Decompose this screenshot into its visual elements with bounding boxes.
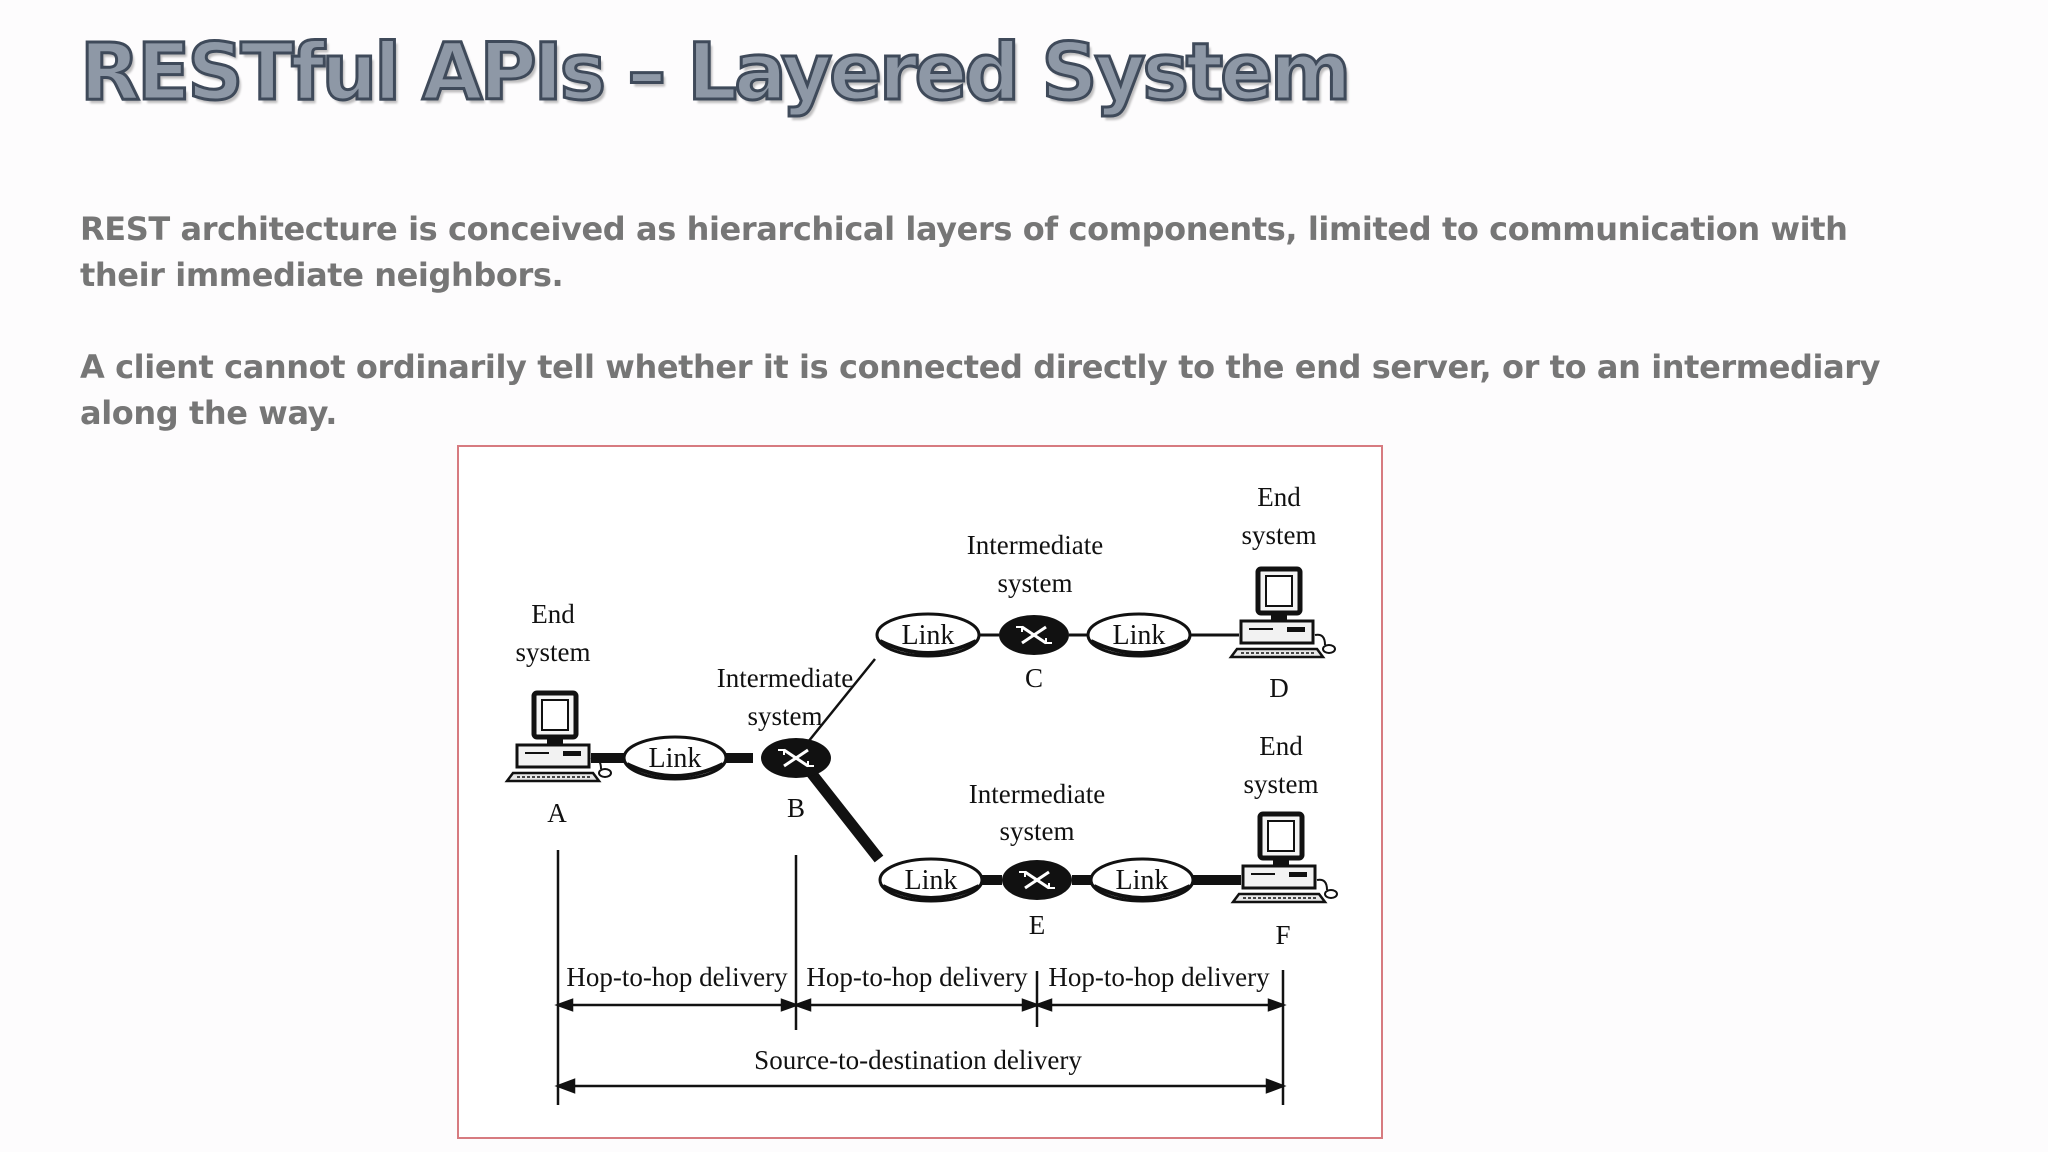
node-f-label-line2: system: [1243, 769, 1318, 799]
link-a-b-label: Link: [649, 743, 702, 774]
node-e-label-line2: system: [999, 816, 1074, 846]
source-destination-left-head: [554, 1078, 576, 1094]
link-b-c-label: Link: [902, 620, 955, 651]
hop-label-1: Hop-to-hop delivery: [566, 962, 788, 992]
link-b-c: Link: [875, 612, 981, 658]
node-f-letter: F: [1275, 920, 1290, 950]
router-c-icon: [997, 613, 1071, 657]
hop-arrow-2-right-head: [1021, 998, 1041, 1012]
node-d-letter: D: [1269, 673, 1289, 703]
paragraph-layers: REST architecture is conceived as hierar…: [80, 210, 1848, 294]
computer-f-icon: [1233, 814, 1337, 902]
hop-arrow-3-right-head: [1267, 998, 1287, 1012]
source-destination-right-head: [1265, 1078, 1287, 1094]
hop-label-3: Hop-to-hop delivery: [1048, 962, 1270, 992]
link-c-d-label: Link: [1113, 620, 1166, 651]
hop-arrow-1-right-head: [780, 998, 800, 1012]
node-c-letter: C: [1025, 663, 1043, 693]
link-e-f: Link: [1089, 857, 1195, 903]
node-c-label-line2: system: [997, 568, 1072, 598]
link-a-b: Link: [622, 735, 728, 781]
hop-label-2: Hop-to-hop delivery: [806, 962, 1028, 992]
router-e-icon: [1000, 858, 1074, 902]
link-c-d: Link: [1086, 612, 1192, 658]
link-b-e-label: Link: [905, 865, 958, 896]
source-destination-label: Source-to-destination delivery: [754, 1045, 1082, 1075]
node-e-label-line1: Intermediate: [969, 779, 1105, 809]
node-c-label-line1: Intermediate: [967, 530, 1103, 560]
paragraph-intermediary: A client cannot ordinarily tell whether …: [80, 348, 1881, 432]
node-a-label-line1: End: [531, 599, 575, 629]
hop-arrow-1-left-head: [554, 998, 574, 1012]
connection-b-c: [807, 658, 876, 743]
connection-lines: [591, 633, 1241, 885]
link-b-e: Link: [878, 857, 984, 903]
delivery-markers: [554, 850, 1287, 1105]
node-d-label-line2: system: [1241, 520, 1316, 550]
link-e-f-label: Link: [1116, 865, 1169, 896]
node-d-label-line1: End: [1257, 482, 1301, 512]
connection-b-e: [800, 761, 884, 863]
hop-arrow-3-left-head: [1033, 998, 1053, 1012]
computer-d-icon: [1231, 569, 1335, 657]
network-diagram-figure: Link Link Link Link Link End system: [457, 445, 1383, 1139]
node-b-letter: B: [787, 793, 805, 823]
node-a-label-line2: system: [515, 637, 590, 667]
node-f-label-line1: End: [1259, 731, 1303, 761]
node-b-label-line1: Intermediate: [717, 663, 853, 693]
node-b-label-line2: system: [747, 701, 822, 731]
network-diagram: Link Link Link Link Link End system: [459, 482, 1381, 1105]
router-b-icon: [759, 736, 833, 780]
node-a-letter: A: [547, 798, 567, 828]
slide-title: RESTful APIs – Layered System: [78, 27, 1352, 120]
hop-arrow-2-left-head: [792, 998, 812, 1012]
computer-a-icon: [507, 693, 611, 781]
node-e-letter: E: [1029, 910, 1046, 940]
